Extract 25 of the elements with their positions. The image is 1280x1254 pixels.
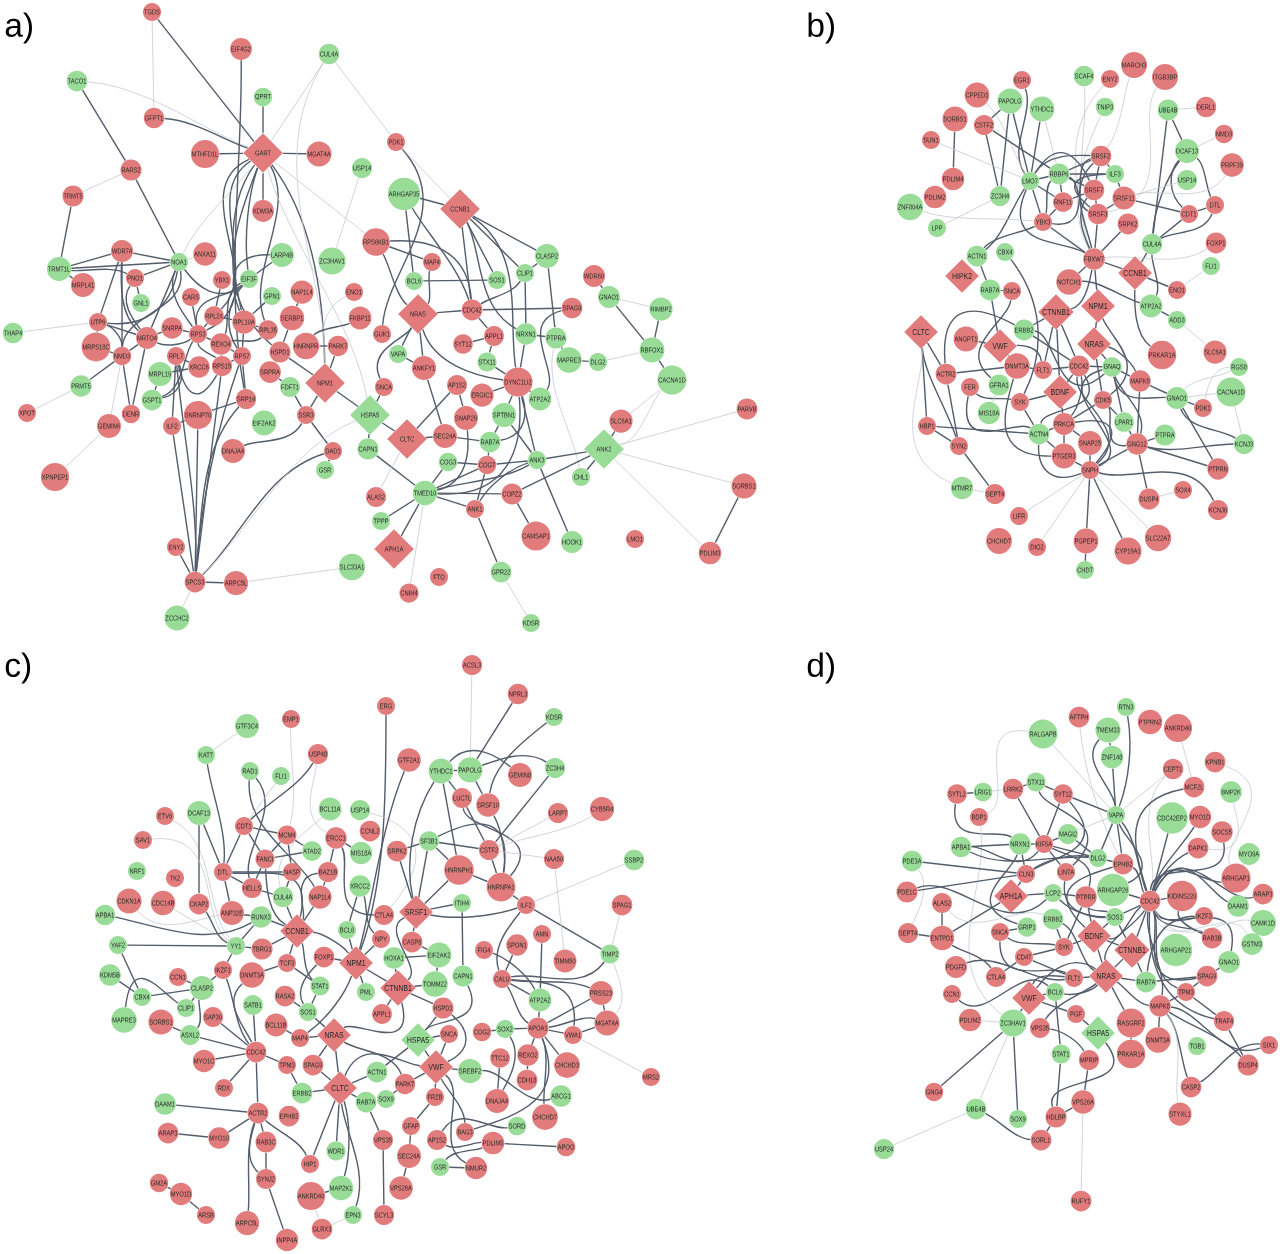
diamond-node: HSPA5 [401, 1023, 435, 1057]
panel-label: a) [5, 12, 32, 44]
diamond-node: NPM1 [339, 946, 373, 980]
diamond-node: CCNB1 [1118, 256, 1152, 290]
panel-label: c) [5, 652, 31, 684]
diamond-node: APH1A [994, 879, 1028, 913]
panel-label: b) [808, 12, 834, 44]
diamond-node: NPM1 [1081, 289, 1115, 323]
panel-label: d) [807, 652, 834, 684]
diamond-node: BDNF [1043, 375, 1077, 409]
diamond-node: CLTC [904, 315, 938, 349]
diamond-node: BDNF [1077, 919, 1111, 953]
diamond-node: HIPK2 [945, 259, 979, 293]
diamond-node: VWF [1012, 981, 1046, 1015]
diamond-node: NRAS [317, 1018, 351, 1052]
diamond-node: CTNNB1 [1038, 294, 1074, 330]
diamond-node: CTNNB1 [380, 970, 416, 1006]
diamond-node: NRAS [1089, 959, 1123, 993]
diamond-node: CCNB1 [280, 914, 314, 948]
diamond-node: CTNNB1 [1114, 932, 1150, 968]
diamond-node: VWF [419, 1050, 453, 1084]
diamond-node: NRAS [1077, 327, 1111, 361]
diamond-node: CLTC [323, 1071, 357, 1105]
diamond-node: SRSF1 [399, 895, 433, 929]
diamond-node: HSPA5 [1081, 1016, 1115, 1050]
